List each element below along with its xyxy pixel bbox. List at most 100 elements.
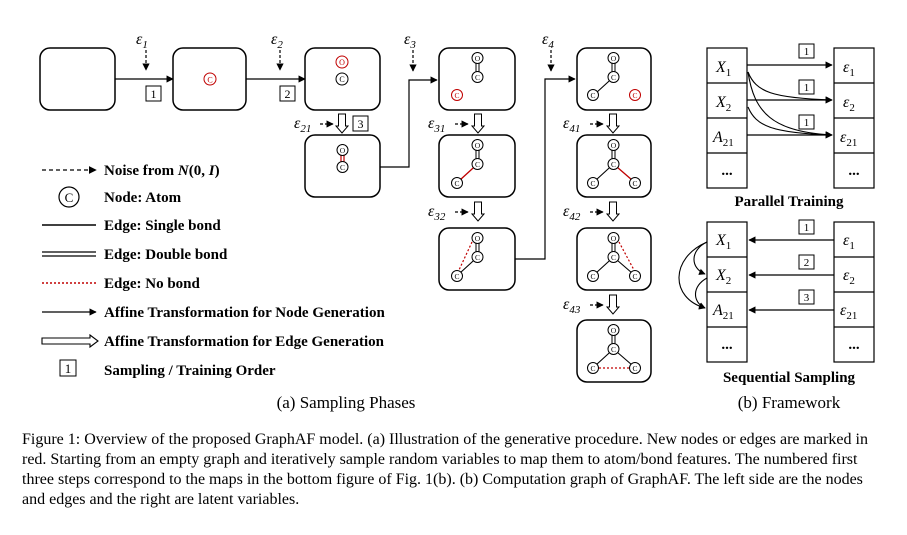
parallel-training: X1 X2 A21 ... ε1 ε2 ε21 ... 1 1 1 Paral bbox=[706, 43, 875, 210]
order-box-2 bbox=[279, 85, 296, 102]
order-box bbox=[798, 219, 815, 235]
atom-label: C bbox=[454, 272, 459, 281]
parallel-title: Parallel Training bbox=[734, 194, 844, 210]
legend-order-glyph: 1 bbox=[65, 361, 72, 376]
atom-label: C bbox=[611, 345, 616, 354]
noise-e1: ε1 bbox=[136, 31, 148, 51]
legend-node-label: Node: Atom bbox=[104, 190, 182, 206]
atom-label: C bbox=[475, 253, 480, 262]
framework: X1 X2 A21 ... ε1 ε2 ε21 ... 1 1 1 Paral bbox=[678, 43, 875, 412]
atom-label: C bbox=[475, 73, 480, 82]
noise-e42: ε42 bbox=[563, 203, 581, 223]
atom-label: C bbox=[590, 91, 595, 100]
atom-node bbox=[471, 158, 484, 170]
parallel-curve-3 bbox=[747, 106, 833, 139]
atom-node bbox=[629, 89, 641, 101]
atom-label: O bbox=[340, 146, 346, 155]
edge-step-arrow bbox=[605, 294, 621, 315]
cell-e1: ε1 bbox=[843, 232, 855, 252]
cell-ellipsis: ... bbox=[721, 163, 733, 179]
order-label: 2 bbox=[804, 257, 810, 269]
subcaption-a: (a) Sampling Phases bbox=[277, 393, 416, 412]
cell-ellipsis: ... bbox=[721, 337, 733, 353]
atom-node bbox=[587, 362, 599, 374]
legend-noise-label: Noise from N(0, I) bbox=[104, 163, 220, 179]
step3-arrow bbox=[380, 76, 438, 168]
atom-label: C bbox=[207, 76, 212, 85]
order-label: 1 bbox=[804, 117, 810, 129]
order-label: 1 bbox=[804, 46, 810, 58]
atom-node bbox=[629, 177, 641, 189]
atom-node bbox=[607, 251, 620, 263]
sequential-title: Sequential Sampling bbox=[723, 370, 856, 386]
figure-caption: Figure 1: Overview of the proposed Graph… bbox=[22, 430, 888, 510]
cell-e2: ε2 bbox=[843, 267, 855, 287]
cell-e2: ε2 bbox=[843, 94, 855, 114]
atom-label: C bbox=[339, 75, 344, 84]
atom-node bbox=[335, 55, 349, 69]
order-box-3 bbox=[352, 115, 369, 132]
order-box bbox=[798, 289, 815, 305]
order-label: 1 bbox=[804, 222, 810, 234]
empty-graph-box bbox=[39, 47, 116, 111]
legend-affine-node-label: Affine Transformation for Node Generatio… bbox=[104, 305, 385, 321]
graph-box-3-edge1 bbox=[438, 134, 516, 198]
atom-node bbox=[607, 343, 620, 355]
order-label-2: 2 bbox=[285, 87, 291, 101]
edge-step-arrow bbox=[470, 113, 486, 134]
atom-label: C bbox=[340, 163, 345, 172]
sequential-curve-3 bbox=[694, 277, 708, 309]
order-box bbox=[798, 114, 815, 130]
cell-x1: X1 bbox=[715, 232, 731, 252]
subcaption-b: (b) Framework bbox=[738, 393, 841, 412]
noise-e21: ε21 bbox=[294, 115, 311, 135]
atom-label: C bbox=[632, 364, 637, 373]
atom-node bbox=[451, 89, 463, 101]
legend: Noise from N(0, I) C Node: Atom Edge: Si… bbox=[41, 163, 385, 379]
cell-e21: ε21 bbox=[840, 129, 857, 149]
legend-node-glyph: C bbox=[65, 190, 74, 205]
atom-node bbox=[629, 270, 641, 282]
graph-box-4-edge2 bbox=[576, 227, 652, 291]
atom-label: C bbox=[611, 73, 616, 82]
sampling-phases: ε1 1 C ε2 2 O C ε21 3 O C ε3 bbox=[39, 31, 652, 383]
atom-label: O bbox=[611, 326, 617, 335]
atom-node bbox=[471, 139, 484, 151]
atom-node bbox=[471, 232, 484, 244]
atom-node bbox=[336, 161, 349, 173]
order-box bbox=[798, 43, 815, 59]
cell-ellipsis: ... bbox=[848, 163, 860, 179]
sequential-sampling: X1 X2 A21 ... ε1 ε2 ε21 ... 1 2 3 Sequ bbox=[678, 219, 875, 386]
atom-node bbox=[587, 177, 599, 189]
atom-node bbox=[607, 324, 620, 336]
atom-node bbox=[203, 72, 217, 86]
legend-single-label: Edge: Single bond bbox=[104, 218, 221, 234]
atom-label: C bbox=[454, 179, 459, 188]
atom-label: O bbox=[611, 141, 617, 150]
no-bond-new bbox=[458, 241, 473, 271]
order-box-1 bbox=[145, 85, 162, 102]
noise-e2: ε2 bbox=[271, 31, 283, 51]
noise-e31: ε31 bbox=[428, 115, 445, 135]
step4-arrow bbox=[515, 75, 576, 260]
graph-box-2 bbox=[304, 47, 381, 111]
cell-e1: ε1 bbox=[843, 59, 855, 79]
cell-ellipsis: ... bbox=[848, 337, 860, 353]
atom-label: C bbox=[590, 364, 595, 373]
sequential-curve-2 bbox=[678, 241, 708, 310]
atom-label: O bbox=[475, 54, 481, 63]
atom-label: C bbox=[590, 179, 595, 188]
atom-label: O bbox=[339, 58, 345, 67]
cell-a21: A21 bbox=[712, 129, 734, 149]
order-box bbox=[798, 79, 815, 95]
cell-x1: X1 bbox=[715, 59, 731, 79]
order-label: 1 bbox=[804, 82, 810, 94]
legend-order-label: Sampling / Training Order bbox=[104, 363, 276, 379]
graph-box-4-edge3 bbox=[576, 319, 652, 383]
graph-box-2-edge bbox=[304, 134, 381, 198]
atom-label: O bbox=[475, 234, 481, 243]
noise-e32: ε32 bbox=[428, 203, 446, 223]
parallel-curve-2 bbox=[747, 71, 833, 138]
atom-label: C bbox=[632, 179, 637, 188]
atom-node bbox=[471, 251, 484, 263]
